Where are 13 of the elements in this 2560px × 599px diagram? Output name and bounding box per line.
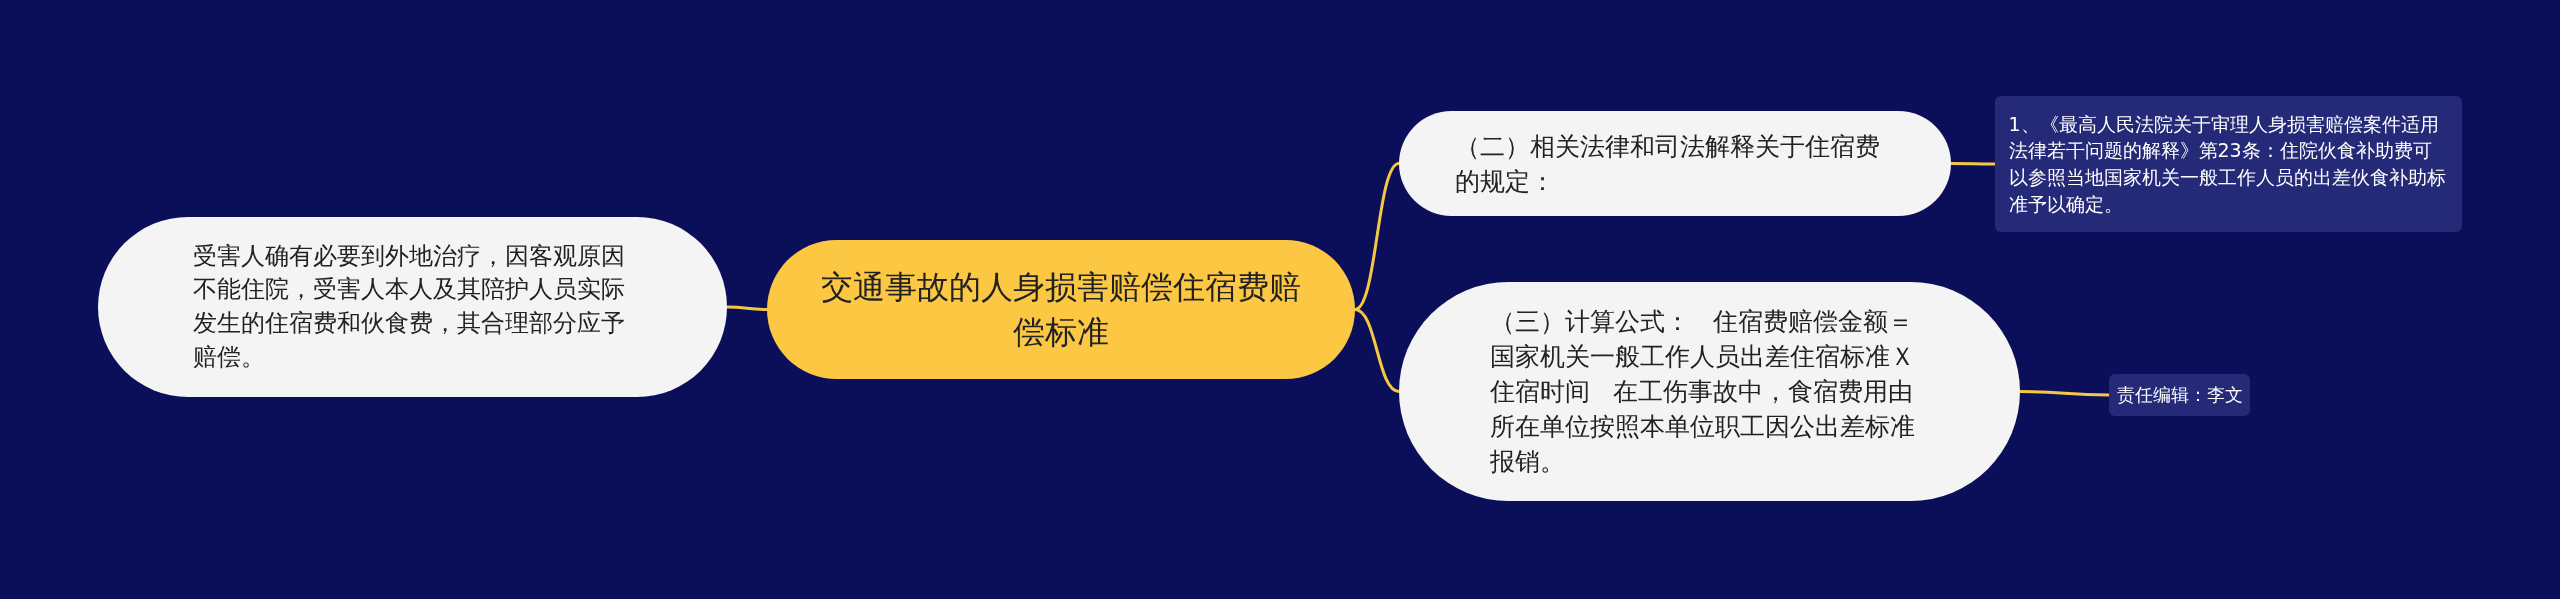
connector-line <box>1951 162 1995 166</box>
connector-line <box>1354 308 1400 393</box>
note-box <box>2109 374 2250 416</box>
connector-line <box>727 305 767 311</box>
connector-line <box>2020 390 2109 397</box>
connector-line <box>1354 162 1400 311</box>
node-text: （二）相关法律和司法解释关于住宿费的规定： <box>1455 130 1881 198</box>
node-text: （三）计算公式： 住宿费赔偿金额＝国家机关一般工作人员出差住宿标准Ｘ住宿时间 在工伤事故中，食宿费用由所在单位按照本单位职工因公出差标准报销。 <box>1489 306 1916 478</box>
node-text: 1、《最高人民法院关于审理人身损害赔偿案件适用法律若干问题的解释》第23条：住院伙食补助费可以参照当地国家机关一般工作人员的出差伙食补助标准予以确定。 <box>2008 111 2447 217</box>
note-box <box>1995 96 2462 232</box>
node-text: 责任编辑：李文 <box>2116 383 2243 408</box>
node-text: 受害人确有必要到外地治疗，因客观原因不能住院，受害人本人及其陪护人员实际发生的住宿费和伙食费，其合理部分应予赔偿。 <box>192 240 626 373</box>
node-text: 交通事故的人身损害赔偿住宿费赔偿标准 <box>821 266 1301 353</box>
